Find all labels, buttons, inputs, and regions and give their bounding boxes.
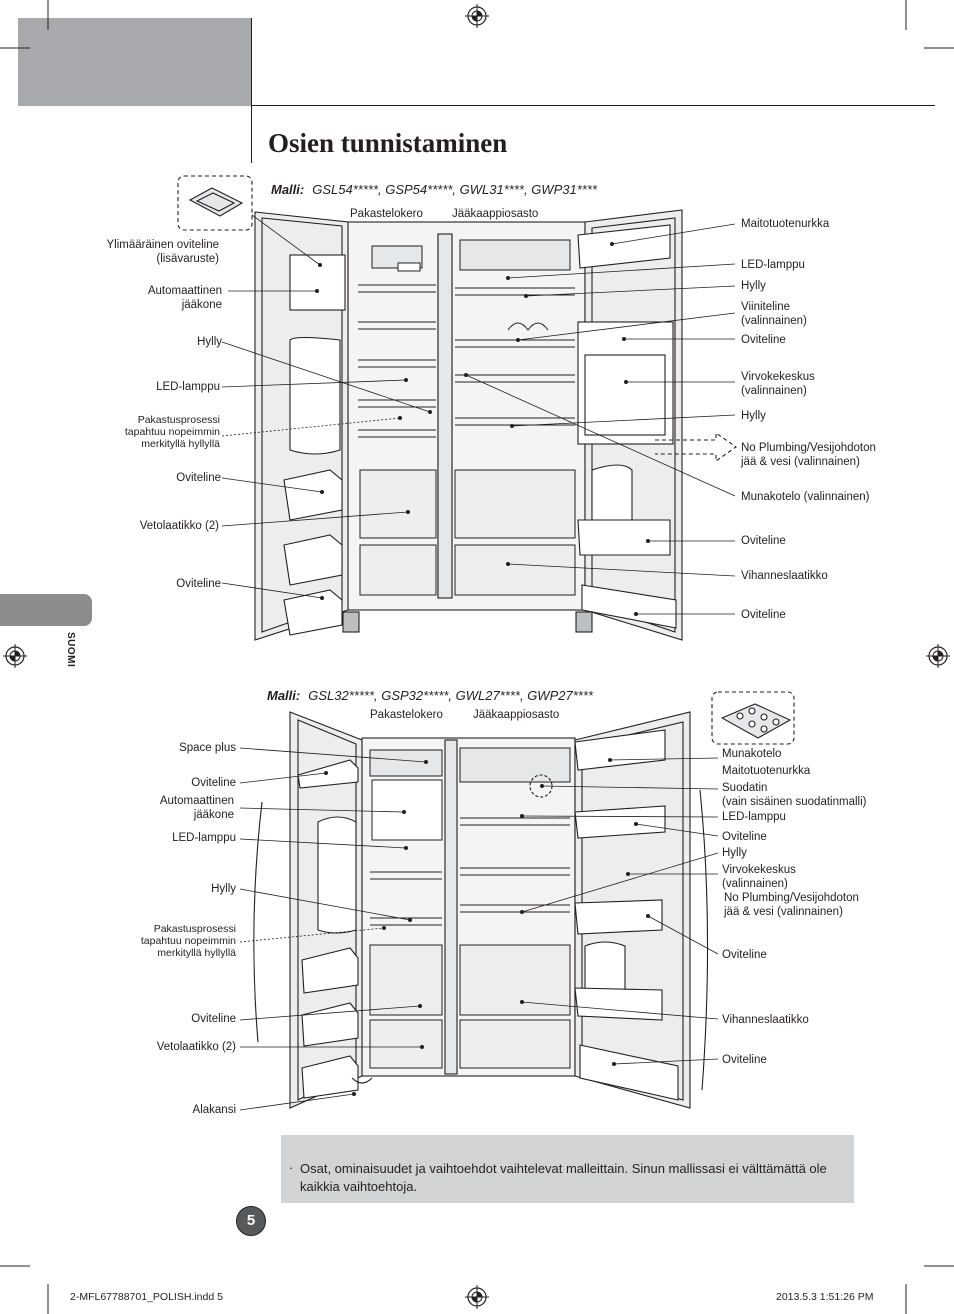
label-door-bin-left-1b: Oviteline	[176, 578, 221, 590]
label-cooler-2: Virvokekeskus(valinnainen)	[722, 864, 796, 890]
label-shelf-left-2: Hylly	[211, 883, 236, 895]
label-drawer-1: Vetolaatikko (2)	[139, 520, 219, 532]
label-space-plus-2: Space plus	[179, 742, 236, 754]
model-line-1: Malli:GSL54*****, GSP54*****, GWL31****,…	[271, 182, 597, 197]
header-rule	[251, 105, 935, 106]
section-freezer-1: Pakastelokero	[350, 208, 423, 220]
header-gray-block	[18, 18, 251, 106]
label-cooler-1: Virvokekeskus(valinnainen)	[741, 371, 815, 397]
label-shelf-right-2: Hylly	[722, 847, 747, 859]
section-freezer-2: Pakastelokero	[370, 709, 443, 721]
note-bullet: ·	[289, 1160, 294, 1175]
section-fridge-1: Jääkaappiosasto	[452, 208, 539, 220]
label-wine-1: Viiniteline(valinnainen)	[741, 301, 807, 327]
label-extra-bin-1: Ylimääräinen oviteline(lisävaruste)	[106, 239, 219, 265]
label-vegetable-2: Vihanneslaatikko	[722, 1014, 809, 1026]
label-shelf-left-1: Hylly	[197, 336, 222, 348]
footer-timestamp: 2013.5.3 1:51:26 PM	[776, 1291, 874, 1303]
header-vertical-rule	[251, 18, 252, 163]
footer-filename: 2-MFL67788701_POLISH.indd 5	[70, 1291, 223, 1303]
model-line-2: Malli:GSL32*****, GSP32*****, GWL27****,…	[267, 688, 593, 703]
label-shelf-right-1b: Hylly	[741, 410, 766, 422]
label-egg-1: Munakotelo (valinnainen)	[741, 491, 870, 503]
label-led-left-2: LED-lamppu	[172, 832, 236, 844]
label-dairy-2: Maitotuotenurkka	[722, 765, 811, 777]
fridge-diagram-2	[253, 691, 795, 1109]
label-door-bin-right-1b: Oviteline	[741, 535, 786, 547]
section-fridge-2: Jääkaappiosasto	[473, 709, 560, 721]
label-drawer-2: Vetolaatikko (2)	[156, 1041, 236, 1053]
label-led-right-1: LED-lamppu	[741, 259, 805, 271]
label-door-bin-right-1c: Oviteline	[741, 609, 786, 621]
fridge-diagram-1	[177, 175, 737, 641]
label-egg-2: Munakotelo	[722, 748, 782, 760]
label-door-bin-left-2b: Oviteline	[191, 1013, 236, 1025]
note-text: Osat, ominaisuudet ja vaihtoehdot vaihte…	[300, 1161, 827, 1194]
label-led-left-1: LED-lamppu	[156, 381, 220, 393]
label-door-bin-right-2a: Oviteline	[722, 831, 767, 843]
label-lower-cover-2: Alakansi	[192, 1104, 236, 1116]
page-number: 5	[236, 1206, 266, 1236]
label-door-bin-left-2a: Oviteline	[191, 777, 236, 789]
label-vegetable-1: Vihanneslaatikko	[741, 570, 828, 582]
label-led-right-2: LED-lamppu	[722, 811, 786, 823]
label-door-bin-right-2b: Oviteline	[722, 949, 767, 961]
label-door-bin-right-1a: Oviteline	[741, 334, 786, 346]
label-dairy-1: Maitotuotenurkka	[741, 218, 830, 230]
note-box	[281, 1135, 854, 1203]
label-door-bin-right-2c: Oviteline	[722, 1054, 767, 1066]
label-shelf-right-1a: Hylly	[741, 280, 766, 292]
language-tab	[0, 594, 92, 626]
page-title: Osien tunnistaminen	[268, 128, 508, 158]
label-door-bin-left-1a: Oviteline	[176, 472, 221, 484]
label-filter-2: Suodatin(vain sisäinen suodatinmalli)	[722, 782, 867, 808]
